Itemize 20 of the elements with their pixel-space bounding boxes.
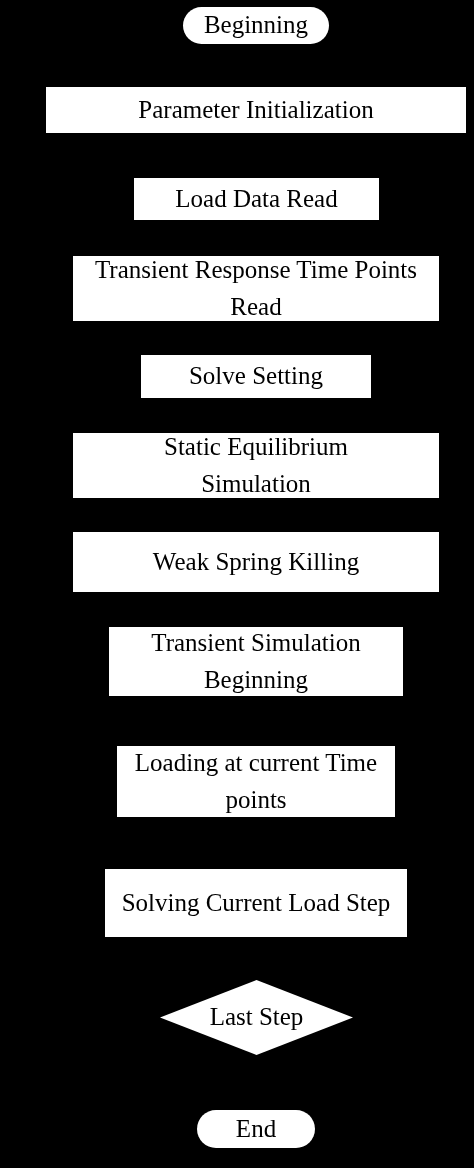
process-box	[134, 178, 379, 220]
process-box	[73, 532, 439, 592]
step-label: Transient Simulation Beginning	[150, 628, 362, 695]
step-label: Weak Spring Killing	[152, 546, 360, 577]
step-label: Static Equilibrium Simulation	[163, 432, 349, 499]
step-label: Transient Response Time Points Read	[93, 255, 419, 322]
step-label: Beginning	[203, 10, 309, 41]
process-box	[105, 869, 407, 937]
process-box	[73, 433, 439, 498]
step-label: Loading at current Time points	[133, 748, 379, 815]
step-label: Last Step	[209, 1002, 304, 1033]
step-label: Load Data Read	[175, 183, 338, 214]
step-label: Parameter Initialization	[138, 94, 374, 125]
step-label: Solve Setting	[188, 361, 323, 392]
process-box	[109, 627, 403, 696]
step-label: Solving Current Load Step	[121, 887, 391, 918]
process-box	[117, 746, 395, 817]
process-box	[141, 355, 371, 398]
step-label: End	[235, 1113, 277, 1144]
process-box	[46, 87, 466, 133]
